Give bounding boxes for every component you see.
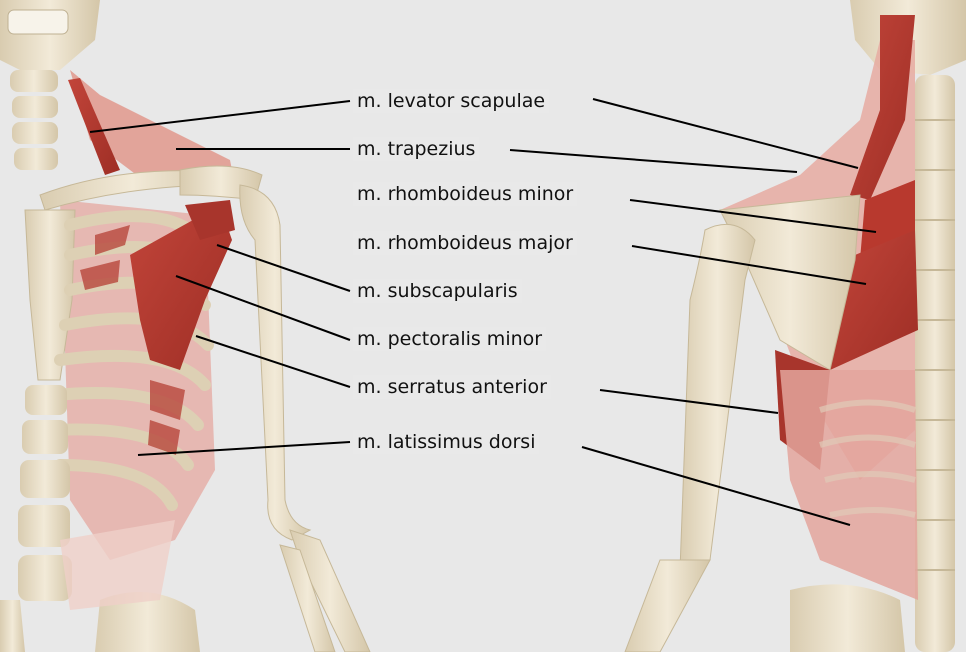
teeth [8,10,68,34]
vertebral-column [915,75,955,652]
label-rhomboideus-major: m. rhomboideus major [353,231,577,255]
label-subscapularis: m. subscapularis [353,279,522,303]
label-levator-scapulae: m. levator scapulae [353,89,549,113]
label-latissimus-dorsi: m. latissimus dorsi [353,430,539,454]
label-pectoralis-minor: m. pectoralis minor [353,327,546,351]
label-rhomboideus-minor: m. rhomboideus minor [353,182,577,206]
label-serratus-anterior: m. serratus anterior [353,375,551,399]
label-trapezius: m. trapezius [353,137,479,161]
